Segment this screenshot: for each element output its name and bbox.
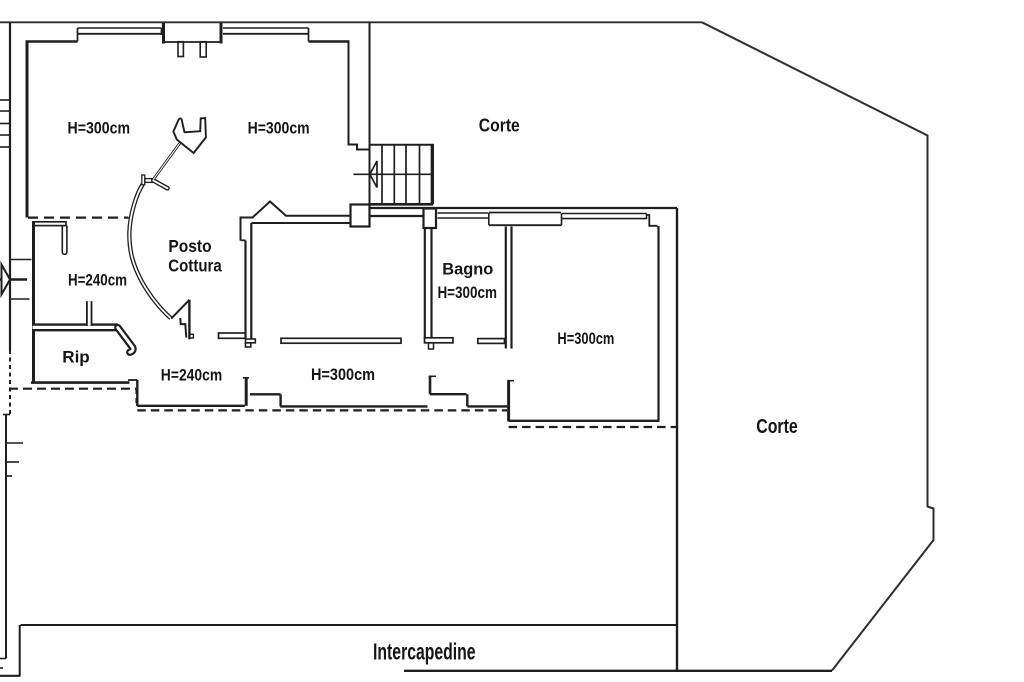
svg-text:Corte: Corte bbox=[756, 415, 798, 438]
svg-text:H=240cm: H=240cm bbox=[68, 270, 127, 289]
svg-text:Rip: Rip bbox=[62, 349, 90, 367]
svg-text:Corte: Corte bbox=[479, 115, 520, 135]
svg-text:Cottura: Cottura bbox=[168, 256, 222, 276]
svg-text:H=240cm: H=240cm bbox=[161, 365, 222, 384]
svg-text:Intercapedine: Intercapedine bbox=[373, 638, 476, 664]
svg-text:H=300cm: H=300cm bbox=[68, 119, 131, 138]
svg-text:H=300cm: H=300cm bbox=[437, 283, 497, 302]
svg-text:Bagno: Bagno bbox=[442, 261, 493, 279]
svg-text:H=300cm: H=300cm bbox=[557, 330, 614, 348]
svg-text:H=300cm: H=300cm bbox=[248, 119, 310, 138]
svg-text:Posto: Posto bbox=[168, 236, 211, 256]
svg-text:H=300cm: H=300cm bbox=[311, 365, 375, 384]
